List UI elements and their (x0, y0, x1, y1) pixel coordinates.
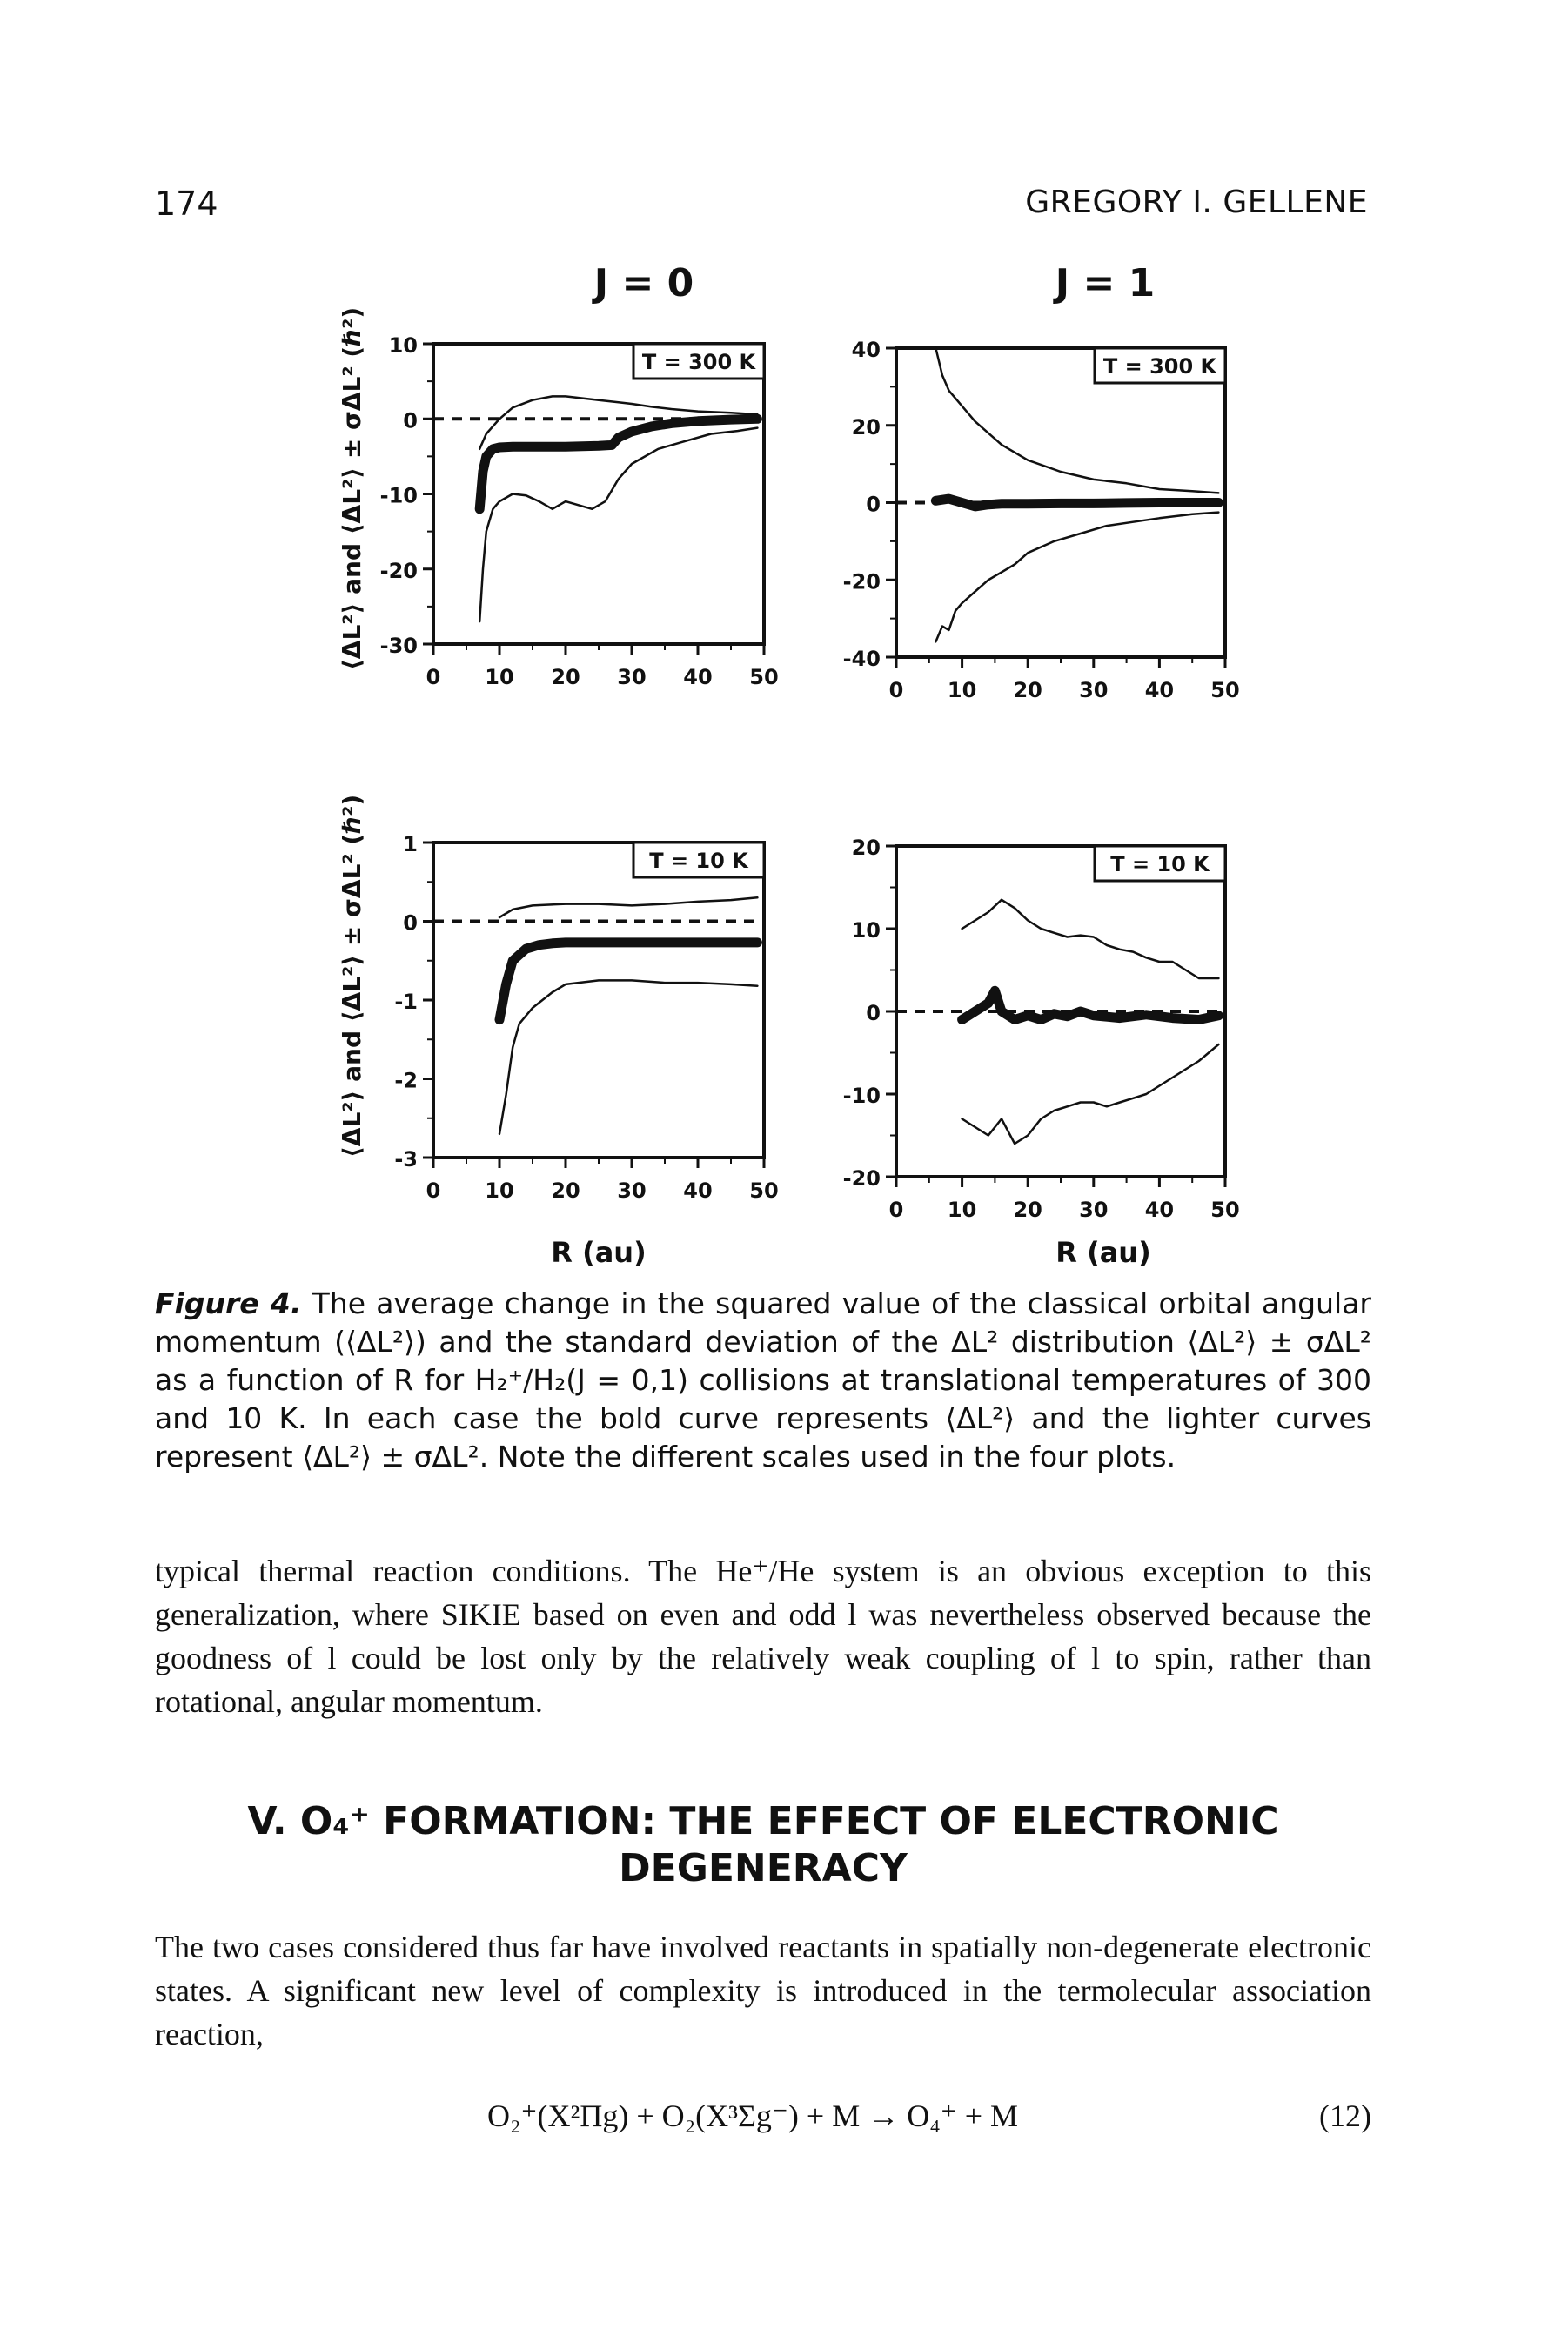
x-tick-label: 20 (1013, 1198, 1042, 1222)
y-tick-label: -20 (843, 1166, 881, 1191)
x-tick-label: 10 (485, 1178, 513, 1203)
x-tick-label: 50 (749, 665, 778, 689)
y-tick-label: -1 (394, 990, 418, 1014)
lower-deviation-curve (961, 1043, 1220, 1145)
x-tick-label: 50 (1210, 678, 1239, 702)
temperature-label-box (1093, 346, 1227, 385)
upper-deviation-curve (961, 898, 1220, 980)
column-title-j1: J = 1 (1055, 261, 1156, 306)
y-tick-label: 20 (852, 836, 881, 860)
x-tick-label: 40 (1145, 1198, 1174, 1222)
x-axis-label-right: R (au) (1055, 1236, 1151, 1269)
x-tick-label: 0 (889, 678, 904, 702)
y-tick-label: 0 (403, 408, 418, 433)
y-tick-label: -10 (843, 1084, 881, 1108)
y-tick-label: 0 (403, 911, 418, 936)
mean-curve (494, 937, 762, 1025)
x-tick-label: 20 (551, 1178, 580, 1203)
temperature-label: T = 300 K (642, 350, 757, 374)
y-tick-label: -20 (843, 569, 881, 594)
y-tick-label: 1 (403, 832, 418, 856)
x-tick-label: 50 (749, 1178, 778, 1203)
mean-curve (474, 413, 762, 514)
page-number: 174 (155, 185, 218, 223)
x-tick-label: 0 (426, 1178, 441, 1203)
x-axis-label-left: R (au) (551, 1236, 647, 1269)
body-paragraph: The two cases considered thus far have i… (155, 1930, 1371, 2051)
temperature-label: T = 10 K (1110, 852, 1210, 876)
y-tick-label: 0 (866, 493, 881, 517)
x-tick-label: 30 (617, 1178, 646, 1203)
equation: O₂⁺(X²Πg) + O₂(X³Σg⁻) + M → O₄⁺ + M (487, 2098, 1019, 2133)
x-tick-label: 40 (1145, 678, 1174, 702)
x-tick-label: 10 (948, 678, 976, 702)
x-tick-label: 10 (485, 665, 513, 689)
equation-number: (12) (1319, 2098, 1371, 2133)
x-tick-label: 30 (1079, 1198, 1108, 1222)
mean-curve (930, 494, 1223, 512)
temperature-label: T = 300 K (1103, 354, 1218, 379)
upper-deviation-curve (498, 896, 759, 919)
y-tick-label: -10 (380, 484, 418, 508)
x-tick-label: 30 (617, 665, 646, 689)
y-tick-label: 40 (852, 338, 881, 362)
x-tick-label: 40 (683, 1178, 712, 1203)
x-tick-label: 0 (426, 665, 441, 689)
y-tick-label: -20 (380, 559, 418, 583)
lower-deviation-curve (478, 426, 759, 623)
temperature-label-box (1093, 844, 1227, 883)
y-tick-label: -30 (380, 634, 418, 658)
temperature-label-box (632, 342, 766, 380)
y-tick-label: -2 (394, 1069, 418, 1093)
y-tick-label: -3 (394, 1147, 418, 1172)
y-tick-label: 10 (389, 333, 418, 358)
lower-deviation-curve (498, 979, 759, 1136)
y-tick-label: 20 (852, 415, 881, 440)
running-head: GREGORY I. GELLENE (1025, 185, 1368, 220)
temperature-label: T = 10 K (649, 849, 749, 873)
column-title-j0: J = 0 (593, 261, 694, 306)
upper-deviation-curve (478, 395, 759, 451)
temperature-label-box (632, 841, 766, 879)
x-tick-label: 10 (948, 1198, 976, 1222)
body-paragraph: typical thermal reaction conditions. The… (155, 1554, 1371, 1719)
figure-caption: Figure 4. The average change in the squa… (155, 1285, 1371, 1476)
x-tick-label: 0 (889, 1198, 904, 1222)
section-heading: V. O₄⁺ FORMATION: THE EFFECT OF ELECTRON… (247, 1799, 1279, 1890)
y-tick-label: 10 (852, 918, 881, 943)
upper-deviation-curve (935, 346, 1220, 494)
figure-label: Figure 4. (155, 1286, 302, 1320)
x-tick-label: 40 (683, 665, 712, 689)
lower-deviation-curve (935, 511, 1220, 643)
x-tick-label: 30 (1079, 678, 1108, 702)
x-tick-label: 20 (551, 665, 580, 689)
mean-curve (957, 985, 1223, 1024)
y-tick-label: 0 (866, 1001, 881, 1025)
y-tick-label: -40 (843, 647, 881, 671)
figure-caption-text: The average change in the squared value … (155, 1286, 1371, 1474)
x-tick-label: 20 (1013, 678, 1042, 702)
x-tick-label: 50 (1210, 1198, 1239, 1222)
